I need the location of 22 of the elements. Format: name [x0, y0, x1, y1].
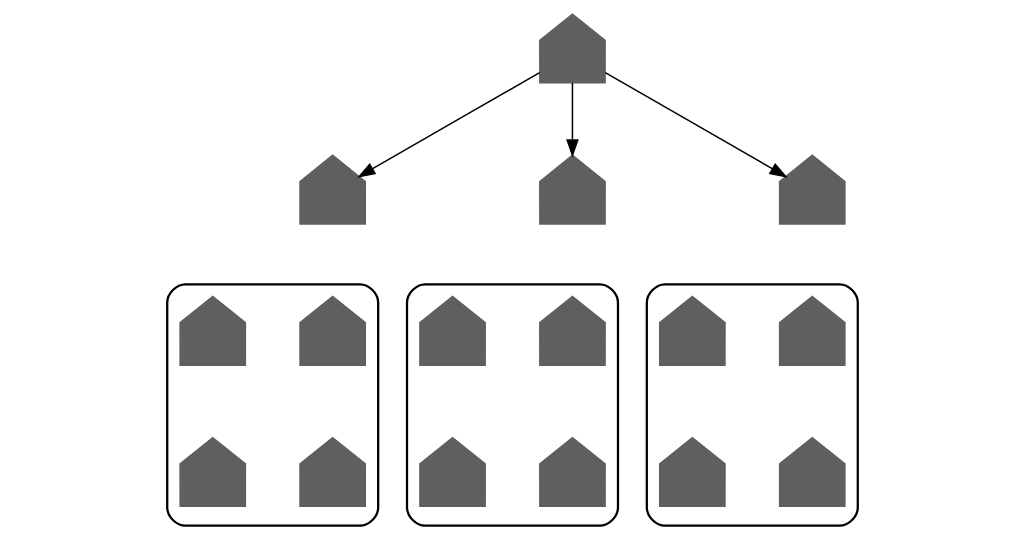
arrow: [356, 71, 540, 178]
node-person: [538, 436, 606, 508]
node-person: [298, 295, 366, 366]
node-person: [538, 154, 606, 225]
node-person: [658, 436, 726, 508]
arrow: [604, 71, 788, 178]
node-person: [538, 13, 606, 84]
node-person: [538, 295, 606, 366]
node-person: [778, 295, 846, 366]
arrow: [565, 82, 579, 158]
cluster: [165, 283, 379, 527]
cluster: [405, 283, 619, 527]
node-person: [298, 436, 366, 508]
node-person: [298, 154, 366, 225]
node-person: [778, 436, 846, 508]
node-person: [778, 154, 846, 225]
node-person: [178, 436, 246, 508]
node-person: [418, 436, 486, 508]
node-person: [418, 295, 486, 366]
node-person: [658, 295, 726, 366]
cluster: [645, 283, 859, 527]
node-person: [178, 295, 246, 366]
